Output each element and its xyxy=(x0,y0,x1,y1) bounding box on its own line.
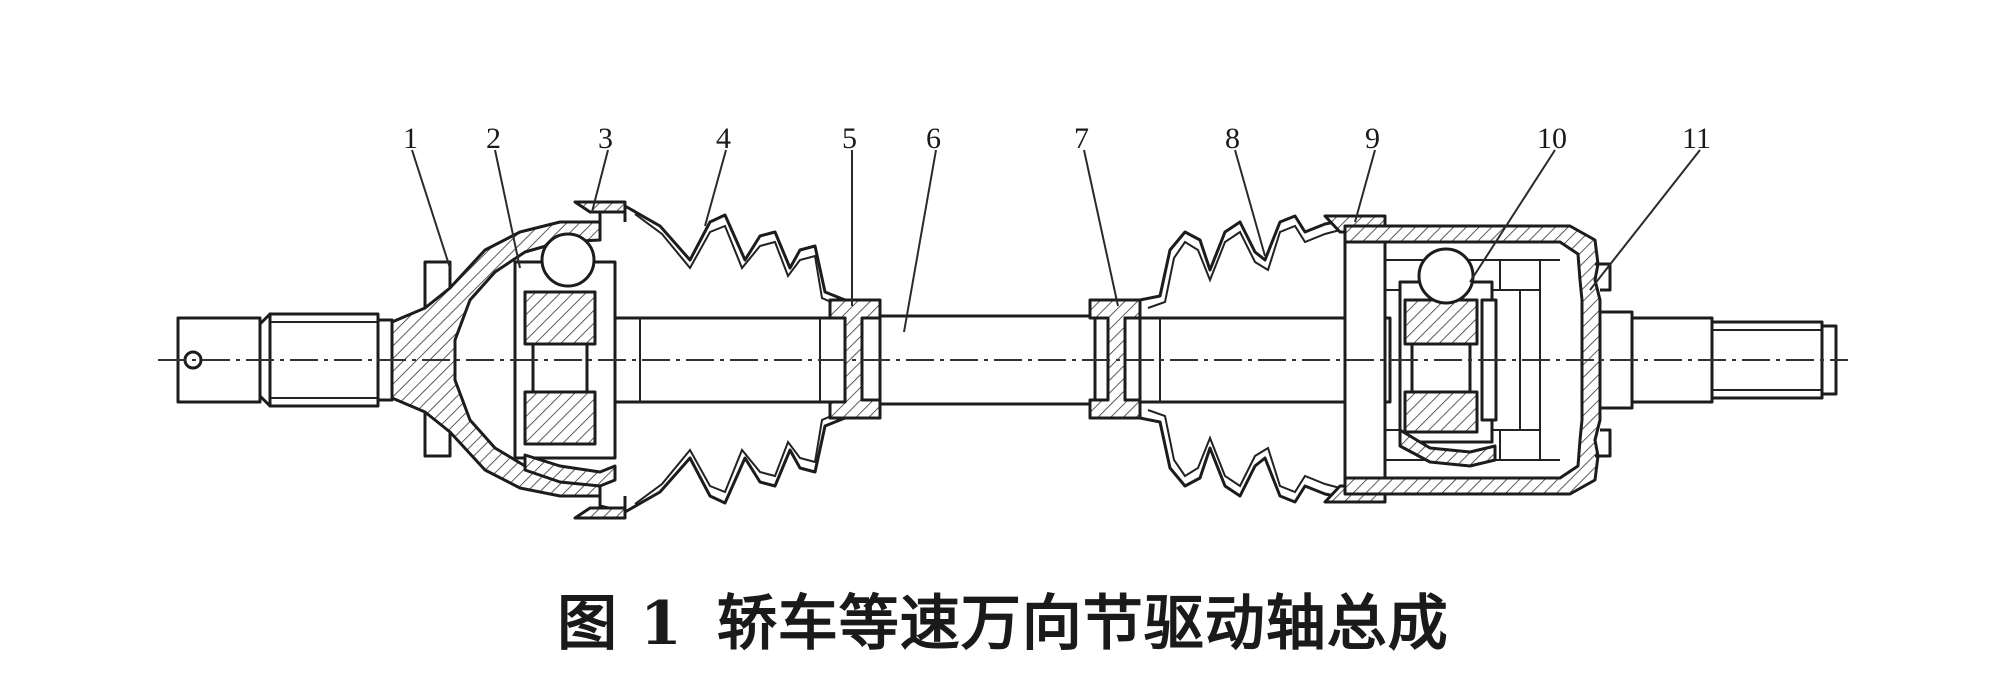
callout-8: 8 xyxy=(1225,122,1240,155)
leader-lines xyxy=(411,149,1701,333)
figure-title: 轿车等速万向节驱动轴总成 xyxy=(716,589,1449,659)
callout-11: 11 xyxy=(1682,122,1711,155)
left-stub-shaft xyxy=(176,312,394,408)
callout-4: 4 xyxy=(716,122,731,155)
callout-9: 9 xyxy=(1365,122,1380,155)
callout-10: 10 xyxy=(1537,122,1567,155)
left-ball xyxy=(540,232,596,288)
figure-number: 图 1 xyxy=(557,589,683,659)
callout-3: 3 xyxy=(598,122,613,155)
right-joint-internals xyxy=(1398,247,1498,468)
callout-1: 1 xyxy=(403,122,418,155)
callout-2: 2 xyxy=(486,122,501,155)
callout-7: 7 xyxy=(1074,122,1089,155)
figure-caption: 图 1 轿车等速万向节驱动轴总成 xyxy=(0,575,2006,662)
callout-5: 5 xyxy=(842,122,857,155)
callout-labels: 1 2 3 4 5 6 7 8 9 10 11 xyxy=(403,122,1711,155)
callout-6: 6 xyxy=(926,122,941,155)
right-ball xyxy=(1417,247,1475,305)
